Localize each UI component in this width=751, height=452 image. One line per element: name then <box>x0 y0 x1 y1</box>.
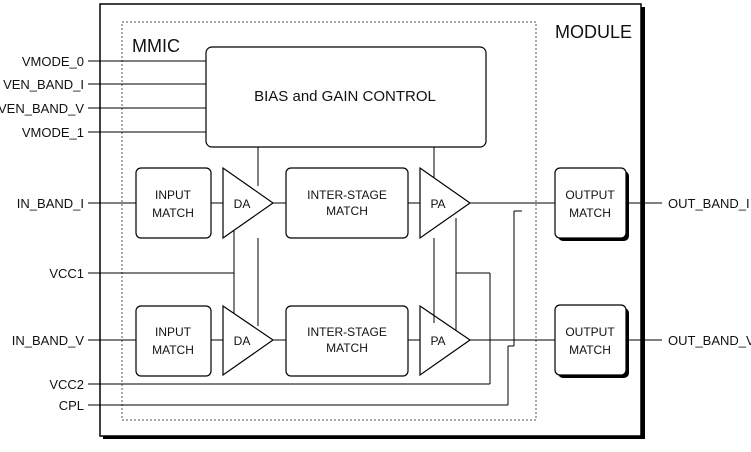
input-match-v-line2: MATCH <box>152 343 194 357</box>
vcc2-label: VCC2 <box>49 377 84 392</box>
input-match-v-line1: INPUT <box>155 325 192 339</box>
input-match-i-line1: INPUT <box>155 188 192 202</box>
output-match-v-line2: MATCH <box>569 343 611 357</box>
pa-i-label: PA <box>430 197 445 211</box>
module-title: MODULE <box>555 22 632 42</box>
da-v-amplifier <box>222 304 275 377</box>
output-match-v-line1: OUTPUT <box>565 325 615 339</box>
input-match-i-block <box>135 167 212 239</box>
interstage-i-line2: MATCH <box>326 204 368 218</box>
in-band-v-label: IN_BAND_V <box>12 333 85 348</box>
mmic-box <box>121 21 537 421</box>
vmode0-label: VMODE_0 <box>22 54 84 69</box>
in-band-i-label: IN_BAND_I <box>17 196 84 211</box>
bias-gain-control-label: BIAS and GAIN CONTROL <box>254 88 436 105</box>
cpl-label: CPL <box>59 398 84 413</box>
vcc1-label: VCC1 <box>49 266 84 281</box>
interstage-match-v-block <box>285 305 409 377</box>
output-match-i-line1: OUTPUT <box>565 188 615 202</box>
out-band-v-label: OUT_BAND_V <box>668 333 751 348</box>
da-i-label: DA <box>234 197 251 211</box>
pa-i-amplifier <box>419 166 472 240</box>
input-match-v-block <box>135 305 212 377</box>
input-match-i-line2: MATCH <box>152 206 194 220</box>
mmic-title: MMIC <box>132 36 180 56</box>
ven-band-i-label: VEN_BAND_I <box>3 77 84 92</box>
pa-v-amplifier <box>419 304 472 377</box>
ven-band-v-label: VEN_BAND_V <box>0 101 84 116</box>
da-v-label: DA <box>234 334 251 348</box>
interstage-v-line1: INTER-STAGE <box>307 325 387 339</box>
output-match-i-line2: MATCH <box>569 206 611 220</box>
out-band-i-label: OUT_BAND_I <box>668 196 750 211</box>
interstage-v-line2: MATCH <box>326 341 368 355</box>
output-match-v-block <box>554 304 627 376</box>
da-i-amplifier <box>222 166 275 240</box>
bias-gain-control-block <box>205 46 487 148</box>
output-match-i-block <box>554 167 627 239</box>
vmode1-label: VMODE_1 <box>22 125 84 140</box>
interstage-i-line1: INTER-STAGE <box>307 188 387 202</box>
pa-v-label: PA <box>430 334 445 348</box>
interstage-match-i-block <box>285 167 409 239</box>
